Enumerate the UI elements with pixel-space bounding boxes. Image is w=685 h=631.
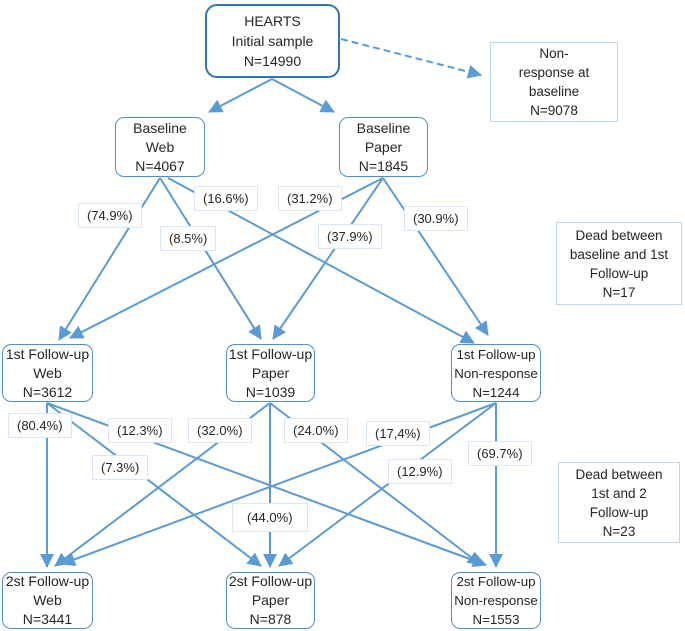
note-line: N=17 xyxy=(602,284,636,300)
edge-label-fu1paper-to-fu2nonresponse: (24.0%) xyxy=(284,418,348,443)
node-line: Web xyxy=(33,364,62,381)
node-line: Paper xyxy=(251,364,290,381)
edge-label-fu1web-to-fu2paper: (7.3%) xyxy=(92,455,149,480)
node-baseline-web: Baseline Web N=4067 xyxy=(115,117,205,177)
note-line: Non- xyxy=(539,46,569,61)
node-line: N=3441 xyxy=(22,611,73,627)
note-line: Follow-up xyxy=(589,504,649,520)
node-line: N=1553 xyxy=(472,612,520,627)
node-baseline-paper: Baseline Paper N=1845 xyxy=(339,117,428,177)
edge-label-web-to-fu1web: (74.9%) xyxy=(78,203,142,228)
note-line: Dead between xyxy=(575,227,663,243)
node-line: N=1845 xyxy=(358,157,409,174)
note-line: 1st and 2 xyxy=(591,485,647,501)
node-line: Initial sample xyxy=(231,33,314,49)
node-line: HEARTS xyxy=(244,13,301,29)
edge-label-fu1nonresponse-to-fu2web: (17,4%) xyxy=(366,421,430,446)
note-line: baseline xyxy=(528,84,580,99)
node-line: 1st Follow-up xyxy=(5,345,90,362)
edge-label-fu1web-to-fu2nonresponse: (12.3%) xyxy=(108,418,172,443)
node-2st-followup-nonresponse: 2st Follow-up Non-response N=1553 xyxy=(451,572,541,629)
edge-label-paper-to-fu1nonresponse: (30.9%) xyxy=(404,206,468,231)
note-dead-between-fu1-and-fu2: Dead between 1st and 2 Follow-up N=23 xyxy=(558,462,680,543)
node-line: Web xyxy=(33,592,62,608)
node-line: Web xyxy=(145,138,175,155)
node-2st-followup-paper: 2st Follow-up Paper N=878 xyxy=(226,572,315,629)
node-2st-followup-web: 2st Follow-up Web N=3441 xyxy=(2,572,93,629)
edge-label-fu1paper-to-fu2web: (32.0%) xyxy=(188,418,252,443)
node-hearts-initial-sample: HEARTS Initial sample N=14990 xyxy=(205,4,340,78)
note-line: N=23 xyxy=(602,523,636,539)
edge-label-fu1paper-to-fu2paper: (44.0%) xyxy=(232,503,308,532)
node-line: N=878 xyxy=(249,611,292,627)
note-line: Dead between xyxy=(575,466,663,482)
edge-label-fu1nonresponse-to-fu2nonresponse: (69.7%) xyxy=(468,441,532,466)
edge-label-paper-to-fu1paper: (37.9%) xyxy=(318,224,382,249)
node-line: Paper xyxy=(251,592,290,608)
note-line: response at xyxy=(518,65,590,80)
edge-label-web-to-fu1nonresponse: (16.6%) xyxy=(194,186,258,211)
edge-label-web-to-fu1paper: (8.5%) xyxy=(160,226,217,251)
note-line: Follow-up xyxy=(589,265,649,281)
node-1st-followup-paper: 1st Follow-up Paper N=1039 xyxy=(226,344,315,402)
note-line: baseline and 1st xyxy=(569,246,669,262)
node-1st-followup-nonresponse: 1st Follow-up Non-response N=1244 xyxy=(451,344,541,402)
node-line: 1st Follow-up xyxy=(228,345,313,362)
node-line: Non-response xyxy=(454,593,538,608)
edge-label-fu1web-to-fu2web: (80.4%) xyxy=(8,413,72,438)
node-line: Baseline xyxy=(133,119,187,136)
node-line: Paper xyxy=(364,138,403,155)
node-line: Non-response xyxy=(454,365,538,381)
node-line: 2st Follow-up xyxy=(228,573,313,589)
node-1st-followup-web: 1st Follow-up Web N=3612 xyxy=(2,344,93,402)
note-line: N=9078 xyxy=(530,103,578,118)
node-line: N=1244 xyxy=(472,384,520,400)
edge-label-fu1nonresponse-to-fu2paper: (12.9%) xyxy=(388,459,452,484)
node-line: 1st Follow-up xyxy=(456,346,536,362)
node-line: 2st Follow-up xyxy=(5,573,90,589)
node-line: Baseline xyxy=(356,119,411,136)
node-line: 2st Follow-up xyxy=(456,574,536,589)
edge-label-paper-to-fu1web: (31.2%) xyxy=(278,186,342,211)
note-dead-between-baseline-and-fu1: Dead between baseline and 1st Follow-up … xyxy=(556,222,682,305)
node-line: N=3612 xyxy=(22,383,73,400)
node-line: N=4067 xyxy=(135,157,185,174)
node-line: N=1039 xyxy=(245,383,296,400)
node-line: N=14990 xyxy=(243,53,302,69)
note-nonresponse-at-baseline: Non- response at baseline N=9078 xyxy=(490,42,618,122)
